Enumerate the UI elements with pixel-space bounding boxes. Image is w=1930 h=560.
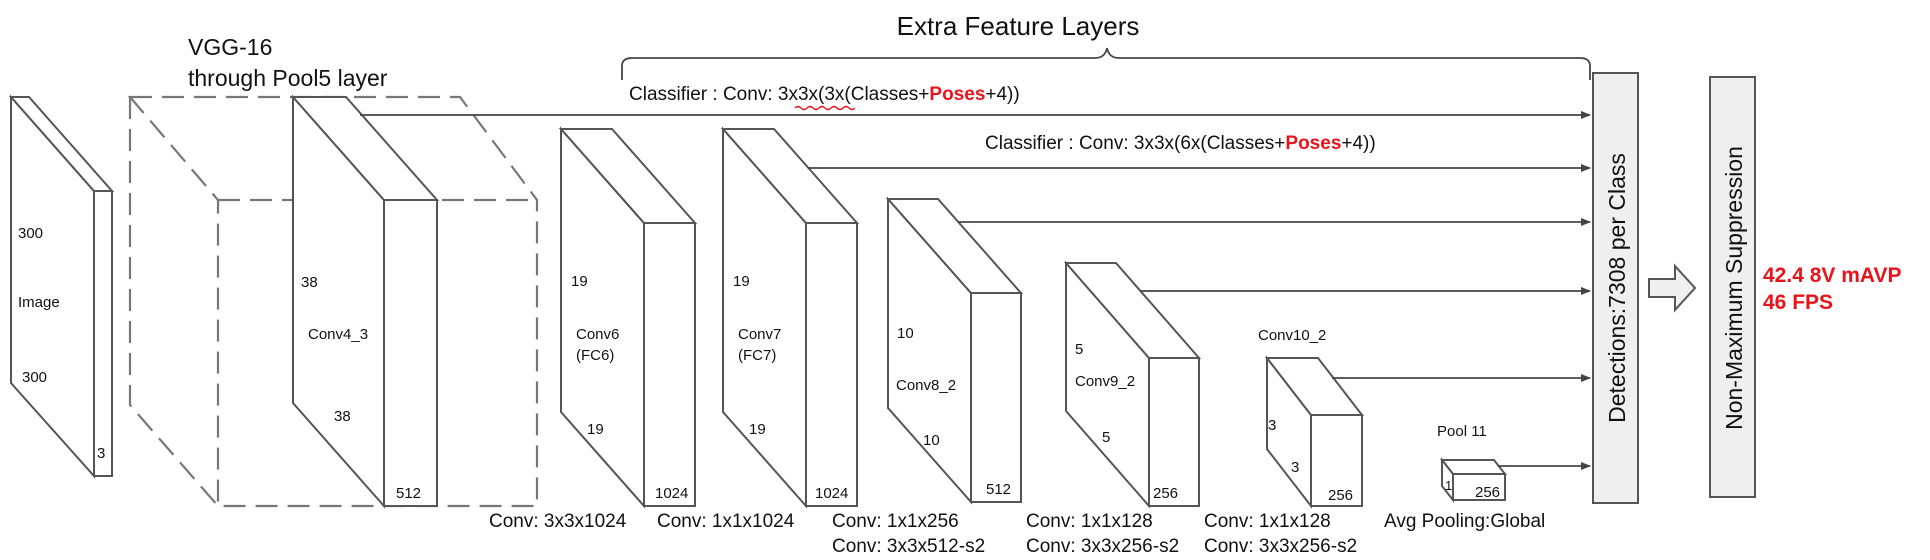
pool11-label: Pool 11 (1437, 423, 1487, 440)
conv4-3-label: Conv4_3 (308, 326, 368, 343)
nms-box (1709, 76, 1756, 498)
image-input-block (8, 94, 115, 479)
conv7-width-label: 19 (749, 421, 766, 438)
pool11-block (1439, 457, 1508, 503)
conv8-2-op-label-2: Conv: 3x3x512-s2 (832, 536, 985, 557)
vgg-title-line2: through Pool5 layer (188, 65, 388, 91)
nms-label: Non-Maximum Suppression (1721, 146, 1747, 430)
conv9-2-depth-label: 256 (1153, 485, 1178, 502)
extra-feature-layers-title: Extra Feature Layers (897, 11, 1140, 41)
feature-arrows (360, 111, 1591, 470)
conv10-2-label: Conv10_2 (1258, 327, 1326, 344)
conv4-3-depth-label: 512 (396, 485, 421, 502)
conv8-2-block (885, 196, 1024, 505)
conv4-3-height-label: 38 (301, 274, 318, 291)
conv6-height-label: 19 (571, 273, 588, 290)
conv8-2-depth-label: 512 (986, 481, 1011, 498)
conv8-2-width-label: 10 (923, 432, 940, 449)
conv4-3-block (290, 94, 440, 509)
fps-result: 46 FPS (1763, 291, 1833, 314)
conv10-2-depth-label: 256 (1328, 487, 1353, 504)
pool11-op-label: Avg Pooling:Global (1384, 511, 1545, 532)
vgg-title-line1: VGG-16 (188, 34, 272, 60)
conv10-2-op-label-1: Conv: 1x1x128 (1204, 511, 1331, 532)
image-depth-label: 3 (97, 445, 105, 462)
conv9-2-label: Conv9_2 (1075, 373, 1135, 390)
conv6-label-1: Conv6 (576, 326, 619, 343)
conv7-op-label: Conv: 1x1x1024 (657, 511, 795, 532)
detections-box (1592, 72, 1639, 504)
conv6-op-label: Conv: 3x3x1024 (489, 511, 627, 532)
vgg16-dashed-block (127, 95, 539, 508)
conv8-2-label: Conv8_2 (896, 377, 956, 394)
conv8-2-op-label-1: Conv: 1x1x256 (832, 511, 959, 532)
conv10-2-width-label: 3 (1291, 459, 1299, 476)
pool11-height-label: 1 (1445, 478, 1452, 493)
conv7-label-1: Conv7 (738, 326, 781, 343)
classifier-label-1: Classifier : Conv: 3x3x(3x(Classes+Poses… (629, 84, 1020, 105)
conv7-block (720, 126, 860, 509)
image-width-label: 300 (22, 369, 47, 386)
extra-feature-layers-brace (621, 47, 1591, 80)
detections-label: Detections:7308 per Class (1604, 153, 1630, 423)
hollow-arrow-icon (1648, 263, 1697, 313)
conv4-3-width-label: 38 (334, 408, 351, 425)
pool11-depth-label: 256 (1475, 484, 1500, 501)
conv7-label-2: (FC7) (738, 347, 776, 364)
conv10-2-block (1264, 355, 1365, 509)
classifier-label-2: Classifier : Conv: 3x3x(6x(Classes+Poses… (985, 133, 1376, 154)
conv9-2-height-label: 5 (1075, 341, 1083, 358)
conv10-2-height-label: 3 (1268, 417, 1276, 434)
conv6-block (558, 126, 698, 509)
conv9-2-op-label-1: Conv: 1x1x128 (1026, 511, 1153, 532)
conv7-depth-label: 1024 (815, 485, 848, 502)
conv10-2-op-label-2: Conv: 3x3x256-s2 (1204, 536, 1357, 557)
conv8-2-height-label: 10 (897, 325, 914, 342)
conv6-label-2: (FC6) (576, 347, 614, 364)
conv9-2-op-label-2: Conv: 3x3x256-s2 (1026, 536, 1179, 557)
conv6-width-label: 19 (587, 421, 604, 438)
conv6-depth-label: 1024 (655, 485, 688, 502)
conv9-2-block (1063, 260, 1202, 509)
conv7-height-label: 19 (733, 273, 750, 290)
map-result: 42.4 8V mAVP (1763, 264, 1902, 287)
image-label: Image (18, 294, 60, 311)
conv9-2-width-label: 5 (1102, 429, 1110, 446)
image-height-label: 300 (18, 225, 43, 242)
spellcheck-underline (794, 105, 856, 111)
